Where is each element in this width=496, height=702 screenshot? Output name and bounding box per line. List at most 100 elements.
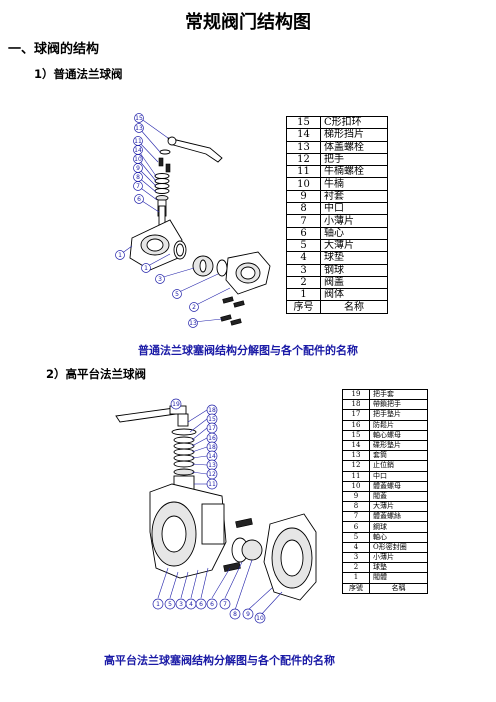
part-number: 19 <box>342 388 370 401</box>
part-name: 梯形挡片 <box>320 128 388 142</box>
part-name: 牛楠 <box>320 177 388 191</box>
part-number: 12 <box>286 152 321 167</box>
part-number: 15 <box>286 115 321 130</box>
svg-text:17: 17 <box>208 425 216 432</box>
svg-text:8: 8 <box>136 174 140 181</box>
part-number: 2 <box>286 275 321 290</box>
svg-text:3: 3 <box>158 276 162 283</box>
part-number: 3 <box>286 263 321 277</box>
part-name: 體蓋螺絲 <box>369 511 428 523</box>
svg-text:18: 18 <box>208 444 216 451</box>
svg-text:9: 9 <box>136 165 140 172</box>
subsection-heading-2: 2）高平台法兰球阀 <box>46 367 147 381</box>
svg-text:15: 15 <box>208 416 216 423</box>
part-number: 10 <box>342 480 370 492</box>
svg-text:11: 11 <box>134 138 142 145</box>
figure-caption-2: 高平台法兰球塞阀结构分解图与各个配件的名称 <box>104 654 335 667</box>
svg-text:6: 6 <box>210 601 214 608</box>
part-name: 閥體 <box>369 572 428 584</box>
part-number: 3 <box>342 551 370 564</box>
parts-header-row: 序號名稱 <box>342 582 428 594</box>
part-number: 14 <box>286 128 321 142</box>
part-name: 中口 <box>320 202 388 216</box>
part-name: O形密封圈 <box>369 541 428 554</box>
header-name: 名称 <box>320 300 388 314</box>
part-name: 球墊 <box>369 562 428 574</box>
part-number: 1 <box>342 572 370 584</box>
part-number: 11 <box>342 470 370 482</box>
part-name: 牛楠螺栓 <box>320 165 388 179</box>
part-number: 5 <box>286 238 321 253</box>
part-number: 4 <box>286 251 321 265</box>
part-number: 5 <box>342 531 370 543</box>
exploded-drawing-1: 15 13 11 14 10 9 8 7 6 1 1 3 5 2 13 <box>115 113 271 328</box>
part-number: 11 <box>286 165 321 179</box>
part-number: 13 <box>286 140 321 154</box>
page-title: 常规阀门结构图 <box>185 12 311 33</box>
part-name: 止位銷 <box>369 460 428 472</box>
svg-text:1: 1 <box>144 265 148 272</box>
header-name: 名稱 <box>369 582 428 594</box>
part-number: 15 <box>342 429 370 441</box>
part-number: 16 <box>342 419 370 431</box>
part-name: 軸心螺母 <box>369 429 428 441</box>
svg-text:4: 4 <box>189 601 193 608</box>
part-name: C形扣环 <box>320 115 388 130</box>
part-number: 17 <box>342 409 370 421</box>
header-number: 序号 <box>286 300 321 314</box>
svg-text:14: 14 <box>134 147 142 154</box>
svg-text:6: 6 <box>199 601 203 608</box>
figure-caption-1: 普通法兰球塞阀结构分解图与各个配件的名称 <box>138 344 358 357</box>
part-name: 轴心 <box>320 226 388 240</box>
part-number: 14 <box>342 439 370 452</box>
svg-text:6: 6 <box>137 196 141 203</box>
part-number: 1 <box>286 288 321 302</box>
part-number: 8 <box>286 202 321 216</box>
part-number: 6 <box>286 226 321 240</box>
svg-text:11: 11 <box>208 481 216 488</box>
part-name: 大薄片 <box>320 238 388 253</box>
svg-text:8: 8 <box>233 611 237 618</box>
part-name: 衬套 <box>320 189 388 204</box>
part-name: 球垫 <box>320 251 388 265</box>
part-name: 碟形墊片 <box>369 439 428 452</box>
svg-text:10: 10 <box>134 156 142 163</box>
svg-text:5: 5 <box>175 291 179 298</box>
part-name: 鋼球 <box>369 521 428 533</box>
part-number: 2 <box>342 562 370 574</box>
part-number: 7 <box>286 214 321 228</box>
part-name: 小薄片 <box>320 214 388 228</box>
part-number: 13 <box>342 450 370 462</box>
part-name: 帶鎖把手 <box>369 399 428 411</box>
section-heading: 一、球阀的结构 <box>8 42 100 57</box>
svg-text:19: 19 <box>172 401 180 408</box>
part-number: 6 <box>342 521 370 533</box>
part-name: 把手墊片 <box>369 409 428 421</box>
part-name: 大薄片 <box>369 501 428 513</box>
subsection-heading-1: 1）普通法兰球阀 <box>34 67 123 81</box>
part-number: 9 <box>286 189 321 204</box>
svg-text:7: 7 <box>136 183 140 190</box>
part-number: 18 <box>342 399 370 411</box>
part-name: 套筒 <box>369 450 428 462</box>
svg-text:1: 1 <box>156 601 160 608</box>
